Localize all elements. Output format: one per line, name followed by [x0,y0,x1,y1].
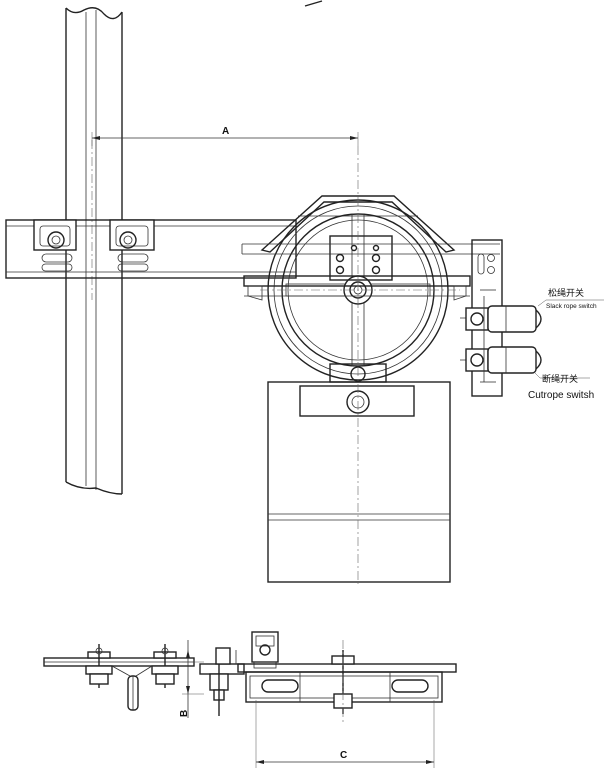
rail-clip-left [33,219,77,272]
slack-rope-label-cn: 松绳开关 [548,287,584,298]
dimension-c-label: C [340,750,347,761]
side-view-bolt-right [151,644,179,688]
support-bracket [241,235,500,281]
slack-rope-switch [460,296,542,340]
stray-mark [304,0,323,7]
cut-rope-switch-label: 断绳开关 Cutrope switsh [528,371,594,401]
side-view-switch-box [251,631,279,669]
slack-rope-switch-label: 松绳开关 Slack rope switch [537,287,604,310]
dimension-c: C [255,700,435,768]
cut-rope-switch [460,340,542,382]
cut-rope-label-cn: 断绳开关 [542,373,578,384]
rail-clip-right [109,219,155,272]
dimension-a: A [91,126,359,146]
side-view-center-bolt [331,640,355,722]
dimension-b: B [179,640,204,718]
cut-rope-label-en: Cutrope switsh [528,390,594,401]
side-view-bolt-left [85,644,113,688]
counterweight-block [267,381,451,583]
tension-bar [243,275,471,301]
side-view-connector [199,647,245,716]
guide-rail [65,7,123,495]
dimension-a-label: A [222,126,229,137]
dimension-b-label: B [179,710,190,717]
side-view-hanging-rod [111,665,153,711]
slack-rope-label-en: Slack rope switch [546,303,597,310]
side-view-beam [43,657,195,667]
